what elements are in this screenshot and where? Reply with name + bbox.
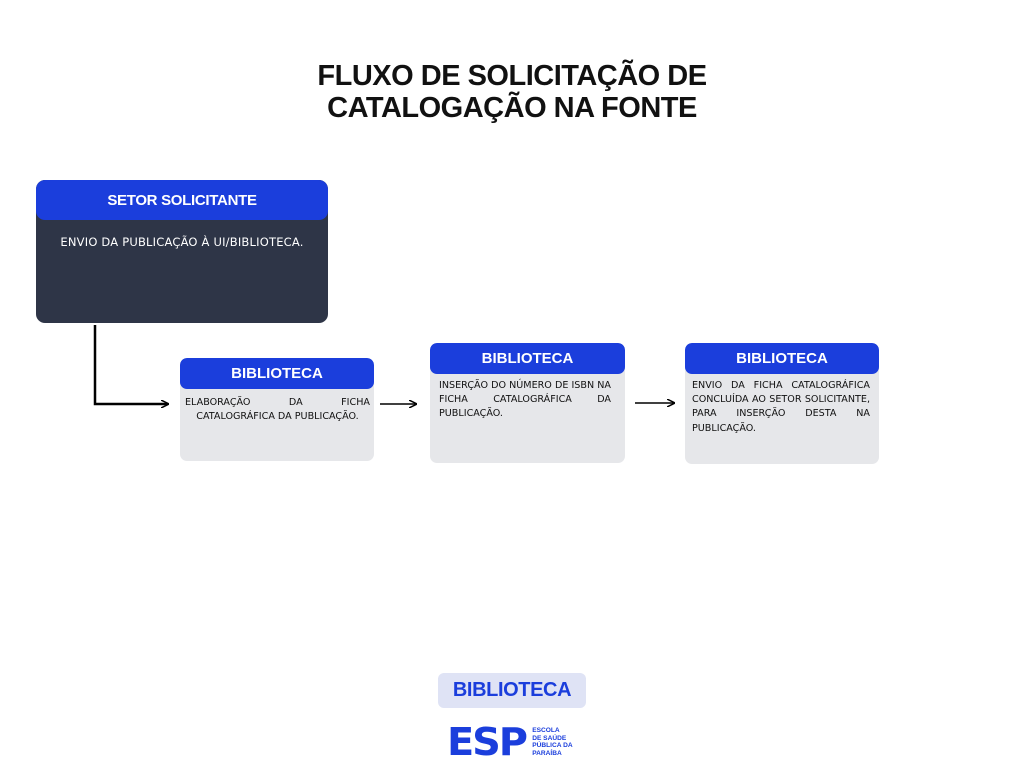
step3-node-header: BIBLIOTECA: [685, 343, 879, 374]
step2-node-header: BIBLIOTECA: [430, 343, 625, 374]
library-badge: BIBLIOTECA: [438, 673, 586, 708]
esp-logo-mark: ESP: [447, 720, 528, 764]
esp-logo-tagline-line: PARAÍBA: [532, 749, 562, 757]
esp-logo: ESP ESCOLA DE SAÚDE PÚBLICA DA PARAÍBA: [447, 720, 580, 764]
esp-logo-tagline-line: ESCOLA: [532, 727, 560, 734]
page-title: FLUXO DE SOLICITAÇÃO DE CATALOGAÇÃO NA F…: [262, 60, 762, 124]
step3-node: BIBLIOTECA ENVIO DA FICHA CATALOGRÁFICA …: [685, 343, 879, 464]
step1-node-header: BIBLIOTECA: [180, 358, 374, 389]
step1-node: BIBLIOTECA ELABORAÇÃO DA FICHA CATALOGRÁ…: [180, 358, 374, 461]
title-line-1: FLUXO DE SOLICITAÇÃO DE: [317, 60, 707, 92]
esp-logo-tagline: ESCOLA DE SAÚDE PÚBLICA DA PARAÍBA: [532, 727, 580, 757]
step2-node: BIBLIOTECA INSERÇÃO DO NÚMERO DE ISBN NA…: [430, 343, 625, 463]
step3-node-text: ENVIO DA FICHA CATALOGRÁFICA CONCLUÍDA A…: [692, 380, 870, 434]
step1-text-line-1: ELABORAÇÃO DA FICHA: [185, 397, 370, 408]
connector-requester-to-step1: [93, 325, 168, 404]
title-line-2: CATALOGAÇÃO NA FONTE: [327, 92, 697, 124]
step1-node-text: ELABORAÇÃO DA FICHA CATALOGRÁFICA DA PUB…: [180, 389, 374, 424]
requester-node-text: ENVIO DA PUBLICAÇÃO À UI/BIBLIOTECA.: [60, 235, 304, 249]
step2-node-text: INSERÇÃO DO NÚMERO DE ISBN NA FICHA CATA…: [439, 380, 611, 420]
requester-node-header: SETOR SOLICITANTE: [36, 180, 328, 220]
step1-text-line-2: CATALOGRÁFICA DA PUBLICAÇÃO.: [196, 411, 359, 423]
esp-logo-tagline-line: DE SAÚDE: [532, 734, 567, 742]
requester-node: SETOR SOLICITANTE ENVIO DA PUBLICAÇÃO À …: [36, 180, 328, 323]
esp-logo-tagline-line: PÚBLICA DA: [532, 742, 573, 749]
